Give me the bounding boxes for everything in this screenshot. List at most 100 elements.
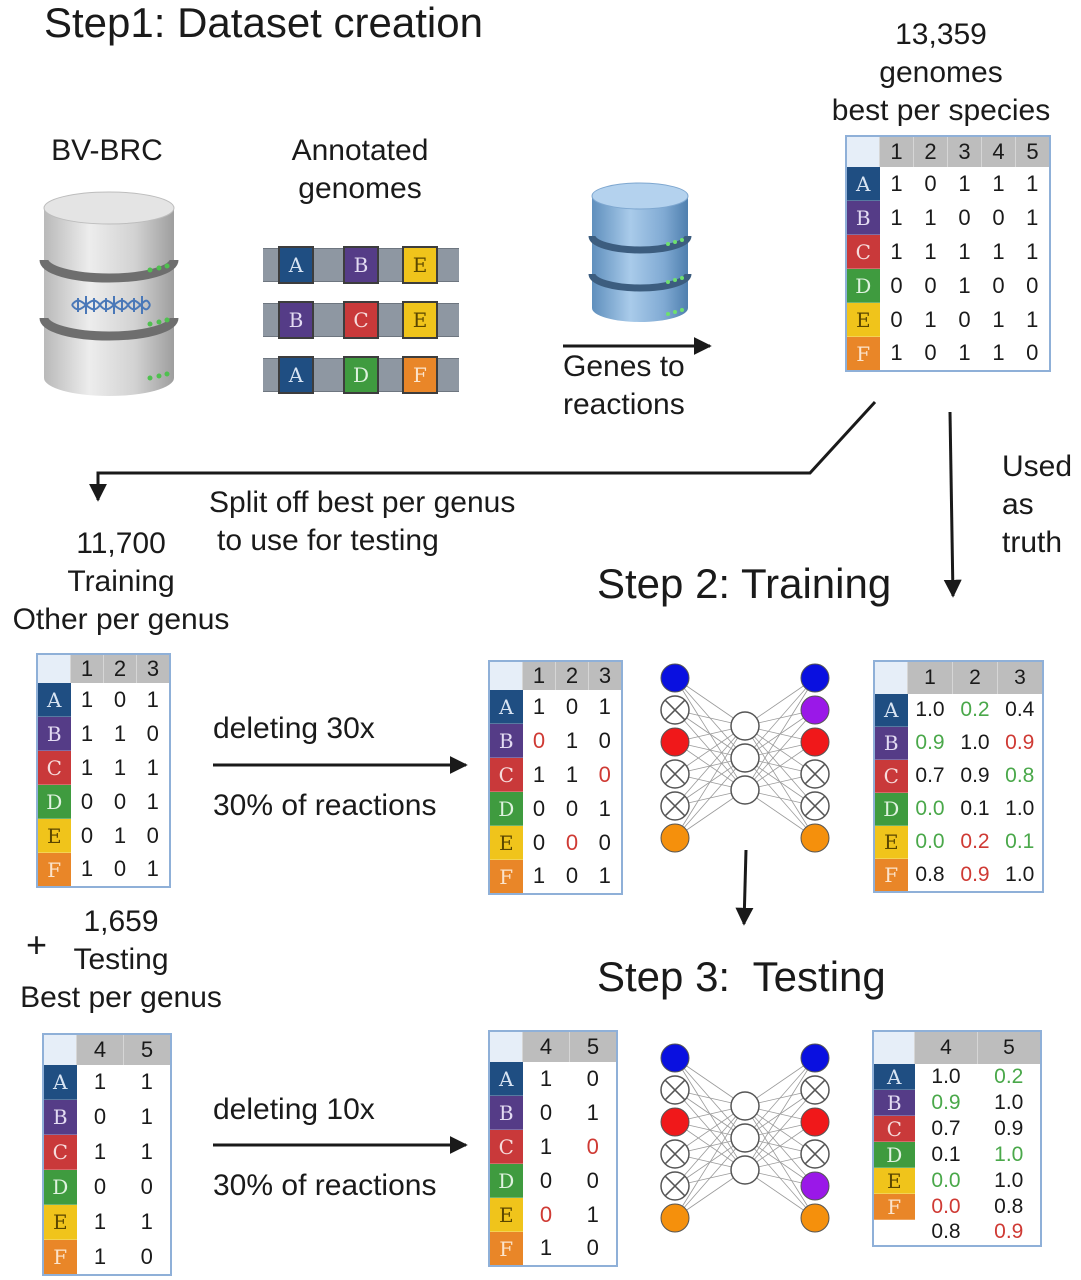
row-label: D: [846, 268, 880, 303]
table-cell: 1.0: [931, 1064, 961, 1088]
column-header: 5: [569, 1031, 617, 1062]
table-cell: 0.8: [915, 862, 945, 886]
table-cell: 1: [146, 788, 159, 814]
table-cell: 1: [598, 863, 611, 889]
table-cell: 0: [146, 822, 159, 848]
gene-box: A: [278, 356, 314, 394]
hidden-node: [730, 743, 760, 773]
table-cell: 1: [140, 1069, 153, 1095]
step2-delete-top-label: deleting 30x: [213, 712, 375, 745]
gene-box: D: [343, 356, 379, 394]
masked-node-icon: [664, 795, 686, 817]
column-header: 2: [913, 136, 948, 167]
table-cell: 0: [992, 272, 1005, 298]
row-label: F: [874, 858, 908, 893]
table-cell: 1: [890, 170, 903, 196]
table-cell: 0: [565, 693, 579, 719]
table-cell: 0: [539, 1099, 553, 1125]
step2-to-step3-arrow: [735, 849, 754, 926]
row-label: C: [873, 1115, 915, 1142]
table-cell: 0: [586, 1133, 599, 1159]
table-cell: 1: [565, 761, 579, 787]
split-arrow: [89, 400, 877, 502]
table-cell: 0.4: [1005, 698, 1035, 722]
output-node: [800, 1043, 830, 1073]
table-cell: 1: [1026, 238, 1039, 264]
output-node: [800, 695, 830, 725]
row-label: B: [846, 200, 880, 235]
table-cell: 1.0: [994, 1142, 1024, 1166]
table-cell: 1: [539, 1235, 553, 1261]
table-cell: 0: [890, 306, 903, 332]
table-cell: 0.8: [1005, 764, 1035, 787]
step2-delete-bottom-label: 30% of reactions: [213, 789, 437, 822]
table-cell: 0: [598, 727, 611, 753]
output-node: [800, 1107, 830, 1137]
table-cell: 1: [140, 1209, 153, 1234]
table-cell: 0: [80, 788, 94, 814]
table-cell: 0: [598, 829, 611, 855]
row-label: C: [489, 757, 523, 792]
column-header: 3: [136, 654, 170, 683]
table-cell: 0: [140, 1174, 153, 1199]
hidden-node: [730, 711, 760, 741]
row-label: A: [873, 1064, 915, 1090]
table-cell: 1: [93, 1243, 107, 1269]
table-cell: 0.2: [960, 830, 990, 853]
step3-title: Step 3: Testing: [597, 953, 886, 1000]
gene-box: C: [343, 301, 379, 339]
hidden-node: [730, 1091, 760, 1121]
step3-delete-bottom-label: 30% of reactions: [213, 1169, 437, 1202]
table-corner: [489, 1031, 523, 1062]
table-cell: 0: [565, 829, 579, 855]
row-label: A: [37, 683, 71, 717]
step2-autoencoder-diagram: [660, 663, 830, 853]
row-label: B: [489, 1095, 523, 1130]
table-cell: 1: [80, 720, 94, 746]
input-node: [660, 1203, 690, 1233]
gene-box: A: [278, 246, 314, 284]
table-cell: 1: [890, 340, 903, 366]
table-cell: 1: [539, 1133, 553, 1159]
row-label: C: [874, 759, 908, 793]
table-cell: 0.0: [915, 797, 945, 820]
row-label: F: [489, 1231, 523, 1267]
table-cell: 1: [992, 306, 1005, 332]
table-cell: 1: [992, 340, 1005, 366]
table-cell: 0: [532, 829, 546, 855]
masked-node-icon: [664, 1079, 686, 1101]
column-header: 4: [914, 1031, 978, 1064]
column-header: 2: [555, 661, 589, 690]
table-cell: 1: [924, 238, 937, 264]
row-label: D: [37, 784, 71, 819]
table-cell: 1.0: [1005, 797, 1035, 820]
table-cell: 0.9: [960, 862, 990, 886]
table-cell: 1: [924, 306, 937, 332]
table-cell: 1: [146, 686, 159, 712]
output-node: [800, 727, 830, 757]
row-label: F: [873, 1193, 915, 1220]
column-header: 4: [76, 1034, 124, 1065]
table-cell: 0.9: [960, 764, 990, 787]
table-cell: 1: [140, 1139, 153, 1164]
column-header: 1: [522, 661, 556, 690]
column-header: 2: [103, 654, 137, 683]
